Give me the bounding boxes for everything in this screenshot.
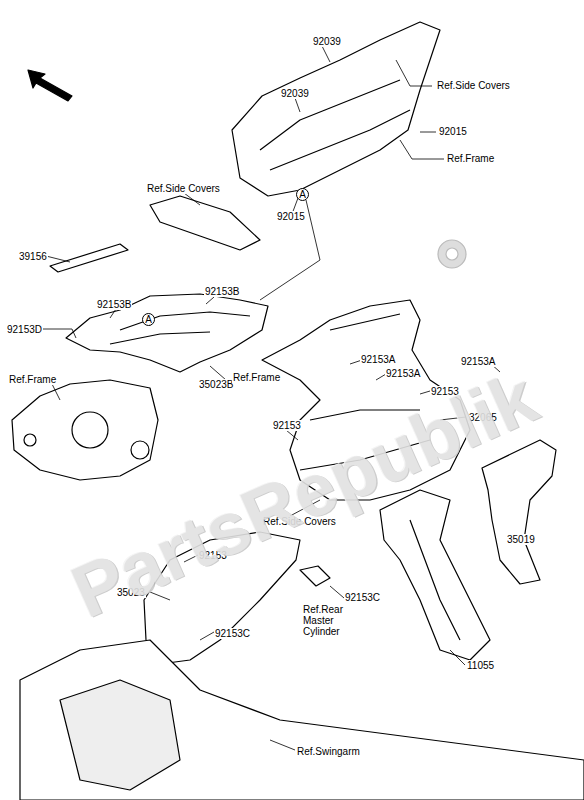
ref-label: Ref.Swingarm: [296, 746, 361, 757]
callout-number: 92015: [276, 211, 306, 222]
callout-number: 92153C: [214, 628, 251, 639]
swingarm-ref: [20, 640, 584, 800]
callout-number: 35019: [506, 534, 536, 545]
callout-number: 92153A: [460, 356, 496, 367]
callout-number: A: [296, 188, 309, 201]
label-sticker: [50, 244, 128, 272]
callout-number: 92015: [438, 126, 468, 137]
fender-bracket: [380, 490, 490, 660]
callout-number: 92153D: [6, 324, 43, 335]
callout-number: 92153C: [344, 592, 381, 603]
ref-label: Ref.Side Covers: [146, 183, 221, 194]
callout-number: 92039: [280, 88, 310, 99]
ref-label: Ref.Frame: [446, 153, 495, 164]
callout-number: 92153B: [204, 286, 240, 297]
direction-arrow: [28, 70, 72, 101]
license-holder: [482, 440, 556, 584]
callout-number: A: [142, 313, 155, 326]
side-cover-ref: [150, 196, 260, 250]
callout-number: 92153A: [385, 368, 421, 379]
rear-subframe: [232, 22, 440, 196]
ref-label: Ref.Frame: [232, 372, 281, 383]
master-cylinder-ref: [300, 566, 330, 586]
callout-number: 92153: [272, 420, 302, 431]
callout-number: 92153A: [360, 354, 396, 365]
seat-pan: [66, 294, 268, 372]
callout-number: 92153B: [96, 299, 132, 310]
callout-number: 35023B: [198, 379, 234, 390]
gear-icon: [438, 240, 466, 268]
callout-number: 39156: [18, 251, 48, 262]
callout-number: 11055: [466, 660, 495, 671]
frame-ref: [12, 380, 158, 480]
ref-label: Ref.Rear Master Cylinder: [302, 604, 352, 637]
ref-label: Ref.Side Covers: [436, 80, 511, 91]
ref-label: Ref.Frame: [8, 374, 57, 385]
callout-number: 92039: [312, 36, 342, 47]
